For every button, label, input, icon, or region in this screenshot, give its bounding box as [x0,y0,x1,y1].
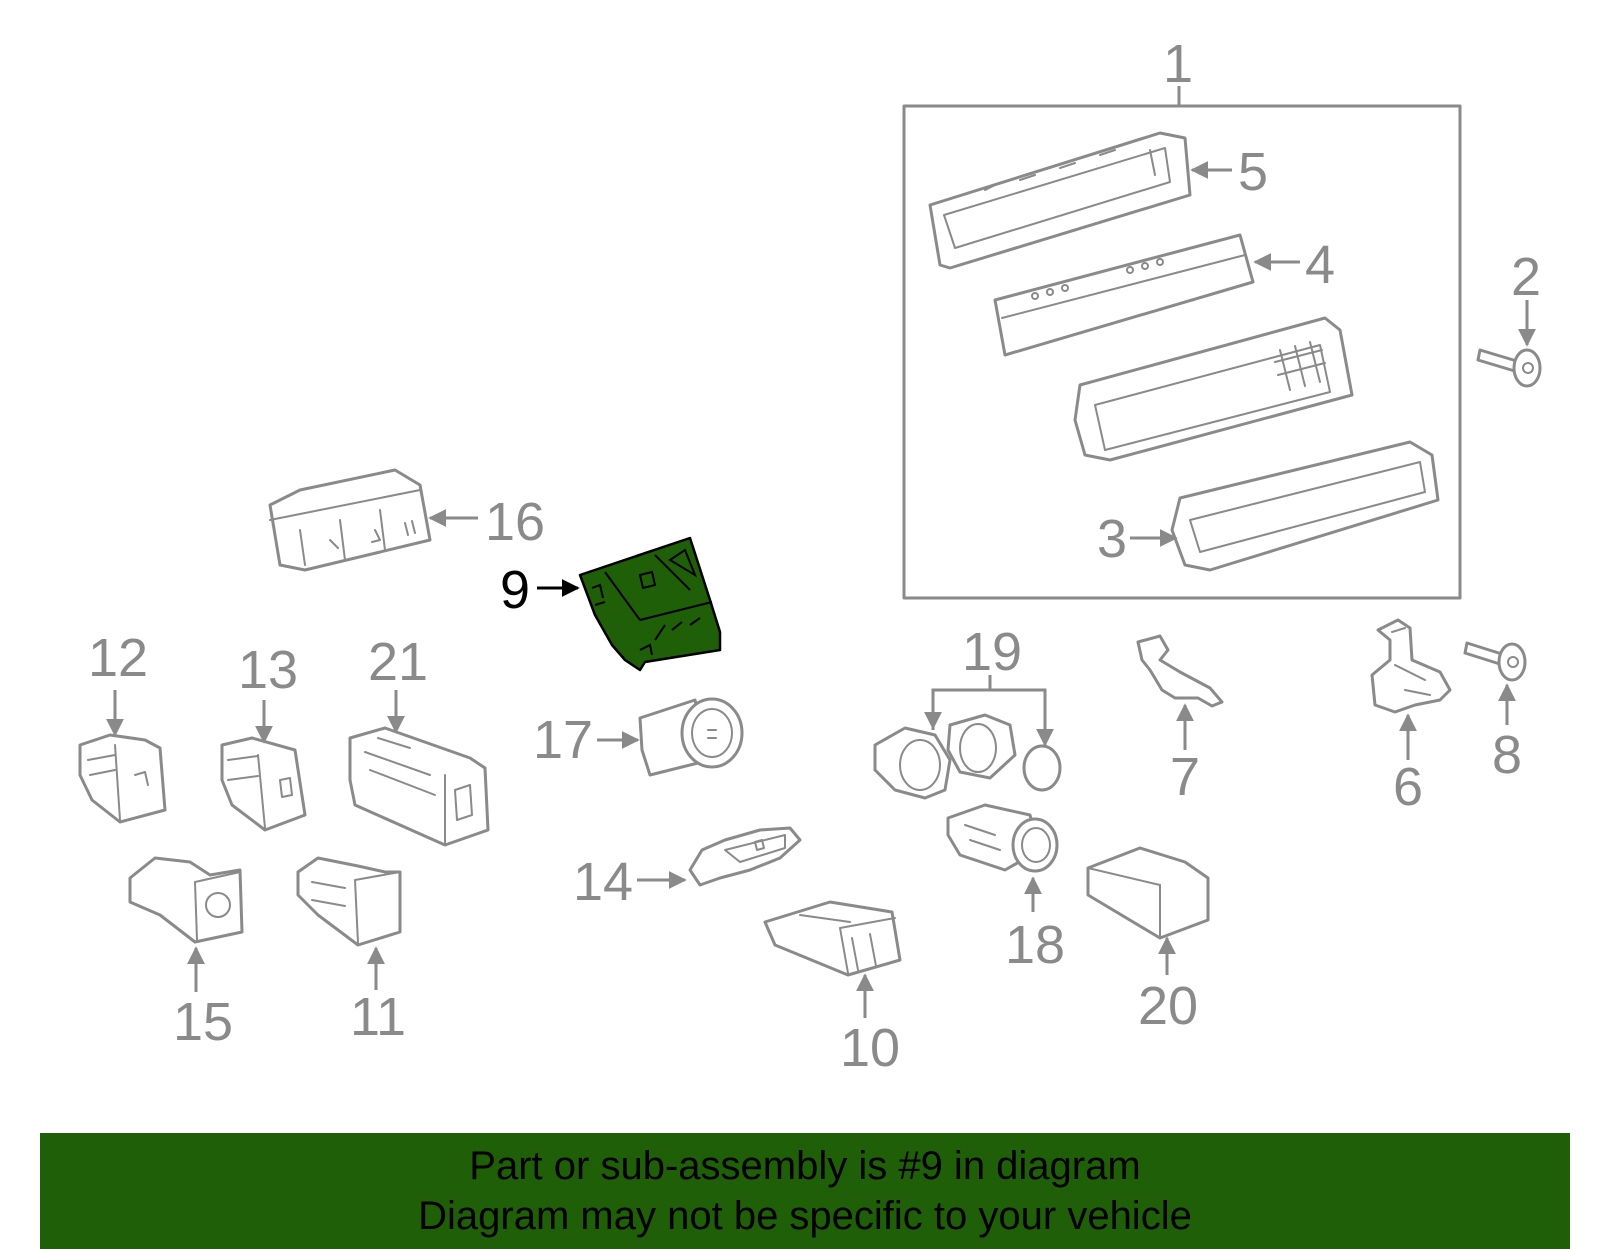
part-20[interactable] [1086,846,1210,940]
part-16[interactable] [268,468,432,572]
part-13[interactable] [220,736,307,832]
callout-2[interactable]: 2 [1511,247,1541,307]
callout-17[interactable]: 17 [533,710,593,770]
callout-11[interactable]: 11 [350,987,406,1047]
callout-1[interactable]: 1 [1163,34,1193,94]
callout-14[interactable]: 14 [573,852,633,912]
callout-12[interactable]: 12 [88,628,148,688]
part-12[interactable] [78,733,167,824]
callout-9[interactable]: 9 [500,560,530,620]
callout-7[interactable]: 7 [1170,747,1200,807]
assembly-1-frame [902,104,1462,600]
part-7[interactable] [1136,634,1224,708]
part-2[interactable] [1476,348,1542,388]
cluster-housing[interactable] [1073,316,1354,462]
callout-10[interactable]: 10 [840,1018,900,1078]
banner-line-1: Part or sub-assembly is #9 in diagram [469,1144,1141,1188]
callout-21[interactable]: 21 [368,632,428,692]
part-21[interactable] [348,726,490,847]
part-19[interactable] [873,713,1062,800]
callout-15[interactable]: 15 [173,992,233,1052]
part-3[interactable] [1170,440,1440,572]
part-14[interactable] [688,826,802,887]
part-10[interactable] [763,900,902,977]
part-11[interactable] [296,856,402,947]
part-15[interactable] [128,856,244,944]
part-9-highlighted[interactable] [578,536,722,672]
callout-3[interactable]: 3 [1097,509,1127,569]
parts-diagram: 1 5 4 3 [78,34,1542,1078]
callout-6[interactable]: 6 [1393,757,1423,817]
callout-4[interactable]: 4 [1305,235,1335,295]
part-4[interactable] [993,233,1255,357]
part-5[interactable] [928,131,1192,270]
part-18[interactable] [946,803,1059,873]
callout-18[interactable]: 18 [1005,915,1065,975]
callout-8[interactable]: 8 [1492,725,1522,785]
assembly-1-group: 1 5 4 3 [902,34,1462,600]
banner-line-2: Diagram may not be specific to your vehi… [418,1194,1192,1238]
part-17[interactable] [638,697,744,777]
callout-5[interactable]: 5 [1238,142,1268,202]
callout-13[interactable]: 13 [238,640,298,700]
info-banner: Part or sub-assembly is #9 in diagram Di… [40,1133,1570,1249]
callout-19[interactable]: 19 [962,622,1022,682]
part-6[interactable] [1370,618,1452,714]
callout-16[interactable]: 16 [485,492,545,552]
part-8[interactable] [1463,641,1527,682]
callout-20[interactable]: 20 [1138,976,1198,1036]
